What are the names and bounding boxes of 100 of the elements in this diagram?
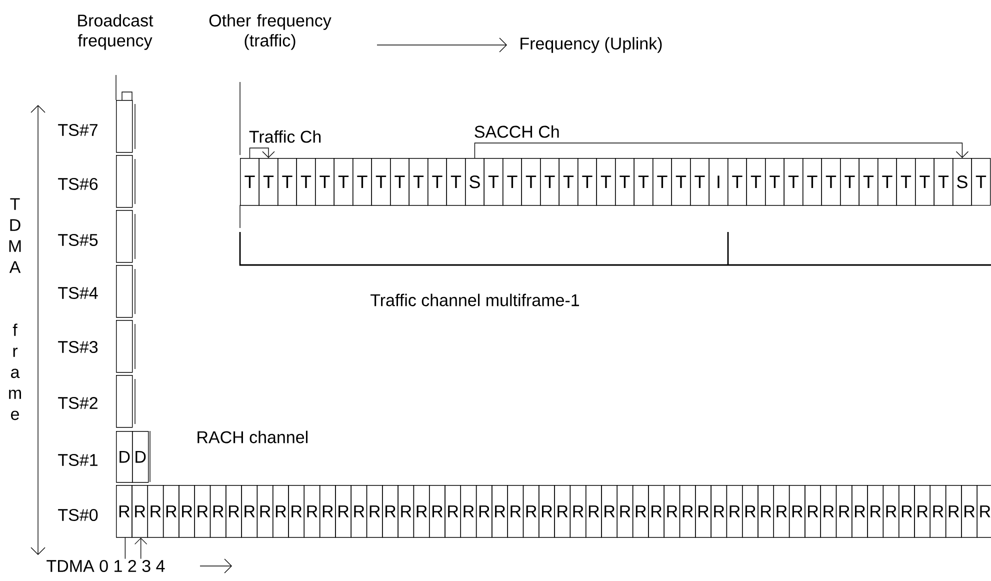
slot-cell: R [319, 485, 336, 538]
slot-cell: R [914, 485, 930, 538]
vertical-label: TDMA frame [9, 198, 21, 420]
slot-cell: R [335, 485, 352, 538]
slot-cell: T [240, 158, 260, 206]
slot-cell: R [570, 485, 586, 538]
slot-cell: T [278, 158, 297, 206]
axis-label: Broadcast frequency [78, 14, 154, 50]
slot-cell: T [558, 158, 578, 206]
slot-cell: R [961, 485, 978, 538]
slot-cell: R [726, 485, 743, 538]
slot-cell: R [710, 485, 728, 538]
slot-cell: T [634, 158, 654, 206]
slot-cell: R [836, 485, 852, 538]
slot-cell: R [398, 485, 414, 538]
slot-cell: T [315, 158, 334, 206]
slot-cell: R [162, 485, 180, 538]
slot-cell: T [934, 158, 954, 206]
slot-cell: S [465, 158, 484, 206]
pointer-arrow [134, 538, 148, 560]
slot-cell: R [116, 485, 132, 538]
slot-cell: R [147, 485, 164, 538]
slot-cell: R [648, 485, 664, 538]
slot-cell: R [945, 485, 962, 538]
slot-cell: R [867, 485, 884, 538]
slot-cell: R [429, 485, 446, 538]
slot-box [116, 320, 133, 373]
slot-cell: T [652, 158, 672, 206]
slot-cell: R [272, 485, 289, 538]
slot-cell: T [521, 158, 541, 206]
slot-cell: R [460, 485, 477, 538]
slot-cell: R [695, 485, 712, 538]
slot-cell: R [773, 485, 790, 538]
bracket-arrow [474, 142, 969, 158]
slot-cell: R [132, 485, 148, 538]
slot-cell: T [502, 158, 522, 206]
slot-cell: R [554, 485, 571, 538]
slot-cell: T [821, 158, 841, 206]
slot-cell: T [596, 158, 616, 206]
slot-cell: T [352, 158, 372, 206]
slot-cell: T [802, 158, 822, 206]
slot-cell: R [304, 485, 320, 538]
axis-label: RACH channel [198, 430, 308, 444]
axis-label: Frequency (Uplink) [520, 37, 662, 53]
slot-cell: R [522, 485, 540, 538]
axis-label: TS#3 [58, 340, 98, 354]
slot-cell: R [507, 485, 524, 538]
slot-cell: R [882, 485, 900, 538]
slot-cell: R [742, 485, 758, 538]
slot-cell: D [116, 431, 133, 483]
slot-cell: R [601, 485, 618, 538]
slot-cell: T [484, 158, 504, 206]
slot-box [116, 155, 133, 208]
slot-cell: R [632, 485, 649, 538]
slot-cell: R [241, 485, 258, 538]
slot-cell: T [428, 158, 447, 206]
slot-cell: T [390, 158, 410, 206]
slot-cell: T [258, 158, 278, 206]
slot-cell: R [930, 485, 946, 538]
axis-label: Other frequency (traffic) [209, 14, 332, 50]
axis-label: TS#7 [58, 124, 98, 136]
slot-cell: S [952, 158, 972, 206]
slot-cell: R [210, 485, 226, 538]
slot-cell: T [578, 158, 597, 206]
slot-cell: R [350, 485, 368, 538]
edge-label: Traffic Ch [249, 130, 321, 143]
axis-label: TS#4 [58, 286, 98, 300]
slot-cell: R [898, 485, 915, 538]
slot-cell: R [788, 485, 806, 538]
slot-cell: T [878, 158, 897, 206]
axis-label: TDMA 0 1 2 3 4 [46, 560, 165, 572]
slot-cell: R [366, 485, 383, 538]
slot-cell: R [852, 485, 868, 538]
slot-cell: T [540, 158, 560, 206]
axis-label: TS#0 [58, 508, 98, 522]
slot-cell: T [671, 158, 691, 206]
bracket-arrow [249, 148, 275, 158]
slot-cell: R [444, 485, 461, 538]
slot-cell: T [334, 158, 354, 206]
slot-cell: R [586, 485, 602, 538]
slot-cell: T [371, 158, 391, 206]
slot-cell: T [971, 158, 991, 206]
slot-cell: R [820, 485, 837, 538]
slot-cell: R [492, 485, 508, 538]
slot-cell: R [679, 485, 696, 538]
slot-cell: R [256, 485, 274, 538]
slot-cell: T [728, 158, 747, 206]
slot-cell: T [784, 158, 804, 206]
slot-box [116, 375, 133, 428]
axis-label: TS#5 [58, 234, 98, 246]
slot-cell: T [858, 158, 878, 206]
slot-cell: R [616, 485, 634, 538]
slot-cell: I [708, 158, 728, 206]
tick-line [124, 537, 126, 560]
slot-cell: T [615, 158, 634, 206]
slot-cell: R [178, 485, 195, 538]
slot-cell: T [840, 158, 860, 206]
slot-cell: R [288, 485, 305, 538]
slot-cell: R [804, 485, 821, 538]
slot-cell: R [758, 485, 774, 538]
